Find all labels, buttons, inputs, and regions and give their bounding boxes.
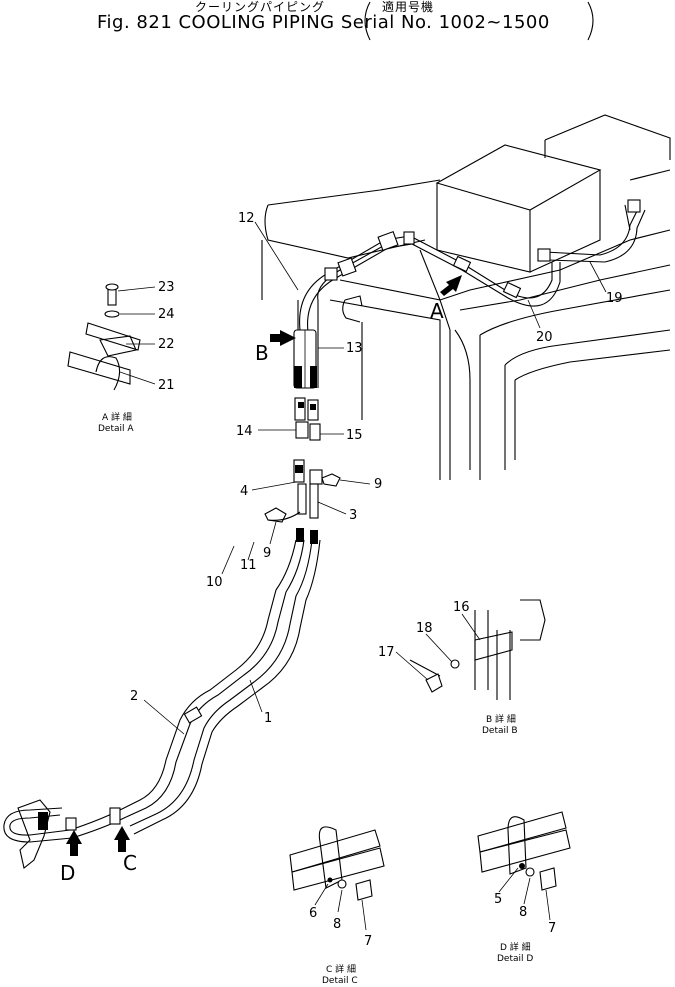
callout-23: 23	[158, 280, 175, 295]
callout-12: 12	[238, 211, 255, 226]
serial-range: Serial No. 1002~1500	[340, 12, 550, 33]
detail-a-caption: Detail A	[98, 424, 134, 434]
callout-9-right: 9	[374, 477, 382, 492]
detail-b-caption-jp: B 詳 細	[486, 713, 516, 725]
figure-title-text: Fig. 821 COOLING PIPING	[97, 12, 335, 33]
view-letter-a: A	[430, 299, 444, 323]
view-arrow-b	[270, 330, 296, 346]
callout-4: 4	[240, 484, 248, 499]
figure-title: Fig. 821 COOLING PIPING Serial No. 1002~…	[97, 12, 550, 33]
detail-a-drawing	[67, 283, 141, 391]
callout-13: 13	[346, 341, 363, 356]
detail-c-caption: Detail C	[322, 976, 358, 986]
detail-d-caption: Detail D	[497, 954, 533, 964]
callout-7-detail-c: 7	[364, 934, 372, 949]
callout-10: 10	[206, 575, 223, 590]
detail-c-drawing	[289, 826, 385, 901]
callout-16: 16	[453, 600, 470, 615]
view-arrows	[66, 275, 462, 856]
callout-7-detail-d: 7	[548, 921, 556, 936]
callout-numbers: 23 24 22 21 12 13 14 15 4 9 3 9 10 11 19…	[130, 211, 623, 949]
detail-b-drawing	[409, 599, 546, 700]
japanese-serial-label: 適用号機	[382, 0, 435, 14]
callout-3: 3	[349, 508, 357, 523]
callout-21: 21	[158, 378, 175, 393]
detail-c-caption-jp: C 詳 細	[326, 963, 356, 975]
detail-d-caption-jp: D 詳 細	[500, 941, 531, 953]
view-letter-d: D	[60, 861, 75, 885]
japanese-title: クーリングパイピング	[195, 0, 326, 14]
callout-8-detail-c: 8	[333, 917, 341, 932]
detail-d-drawing	[477, 811, 571, 891]
machine-body	[261, 114, 671, 480]
callout-24: 24	[158, 307, 175, 322]
callout-8-detail-d: 8	[519, 905, 527, 920]
view-arrow-c	[114, 826, 130, 852]
serial-bracket-right	[587, 1, 594, 41]
callout-20: 20	[536, 330, 553, 345]
callout-2: 2	[130, 689, 138, 704]
callout-11: 11	[240, 558, 257, 573]
callout-15: 15	[346, 428, 363, 443]
view-letter-c: C	[123, 851, 137, 875]
callout-17: 17	[378, 645, 395, 660]
view-arrow-d	[66, 830, 82, 856]
callout-9-left: 9	[263, 546, 271, 561]
view-arrow-a	[440, 275, 462, 296]
callout-6: 6	[309, 906, 317, 921]
callout-1: 1	[264, 711, 272, 726]
fittings-stack	[264, 397, 341, 523]
main-hoses	[3, 528, 321, 869]
serial-bracket-left	[364, 1, 371, 41]
view-letters: A B C D	[60, 299, 444, 885]
leader-lines	[117, 221, 607, 931]
callout-18: 18	[416, 621, 433, 636]
callout-5: 5	[494, 892, 502, 907]
callout-19: 19	[606, 291, 623, 306]
callout-22: 22	[158, 337, 175, 352]
callout-14: 14	[236, 424, 253, 439]
detail-a-caption-jp: A 詳 細	[102, 411, 132, 423]
upper-pipe-assembly	[293, 199, 646, 389]
detail-b-caption: Detail B	[482, 726, 518, 736]
detail-captions: A 詳 細 Detail A B 詳 細 Detail B C 詳 細 Deta…	[98, 411, 533, 986]
view-letter-b: B	[255, 341, 269, 365]
